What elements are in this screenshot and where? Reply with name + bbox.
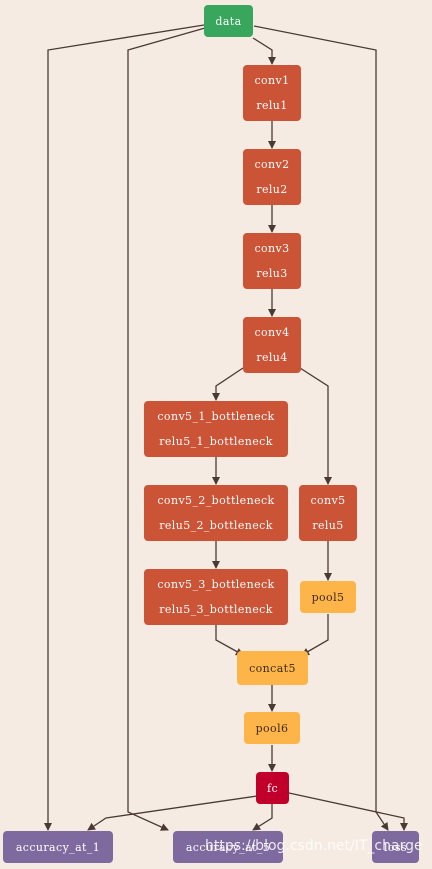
conv4-node: conv4 relu4 xyxy=(243,317,301,373)
conv1-node: conv1 relu1 xyxy=(243,65,301,121)
conv2-node: conv2 relu2 xyxy=(243,149,301,205)
relu1-label: relu1 xyxy=(256,99,288,112)
data-node-label: data xyxy=(215,14,242,28)
pool6-node: pool6 xyxy=(244,712,300,744)
pool5-label: pool5 xyxy=(311,590,345,604)
relu3-label: relu3 xyxy=(256,267,288,280)
conv5-2-bottleneck-node: conv5_2_bottleneck relu5_2_bottleneck xyxy=(144,485,288,541)
conv5-1-bottleneck-node: conv5_1_bottleneck relu5_1_bottleneck xyxy=(144,401,288,457)
loss-label: loss xyxy=(383,840,408,854)
concat5-node: concat5 xyxy=(237,651,308,685)
fc-node: fc xyxy=(256,772,289,804)
edge-conv4-conv5 xyxy=(299,367,332,485)
loss-node: loss xyxy=(372,831,419,863)
edge-data-accuracy1 xyxy=(44,24,205,831)
accuracy-at-1-node: accuracy_at_1 xyxy=(3,831,113,863)
relu5-1-bottleneck-label: relu5_1_bottleneck xyxy=(159,435,273,448)
edge-conv4-conv5_1 xyxy=(212,367,244,401)
conv1-label: conv1 xyxy=(254,74,290,87)
conv2-label: conv2 xyxy=(254,158,290,171)
relu5-label: relu5 xyxy=(312,519,344,532)
conv5-3-bottleneck-node: conv5_3_bottleneck relu5_3_bottleneck xyxy=(144,569,288,625)
watermark-text: https://blog.csdn.net/IT_charge xyxy=(205,838,423,854)
accuracy-at-1-label: accuracy_at_1 xyxy=(15,840,101,854)
pool5-node: pool5 xyxy=(300,581,356,613)
conv4-label: conv4 xyxy=(254,326,290,339)
relu5-3-bottleneck-label: relu5_3_bottleneck xyxy=(159,603,273,616)
edge-fc-accuracy5 xyxy=(252,804,273,831)
data-node: data xyxy=(204,5,253,37)
edge-data-loss xyxy=(253,25,389,831)
conv5-label: conv5 xyxy=(310,494,346,507)
fc-label: fc xyxy=(266,781,279,795)
edge-fc-loss xyxy=(288,792,408,831)
edge-data-conv1 xyxy=(252,37,276,65)
conv5-2-bottleneck-label: conv5_2_bottleneck xyxy=(157,494,275,507)
edge-pool5-concat5 xyxy=(301,614,329,656)
relu4-label: relu4 xyxy=(256,351,288,364)
edge-fc-accuracy1 xyxy=(87,795,258,831)
conv3-node: conv3 relu3 xyxy=(243,233,301,289)
relu5-2-bottleneck-label: relu5_2_bottleneck xyxy=(159,519,273,532)
conv5-1-bottleneck-label: conv5_1_bottleneck xyxy=(157,410,275,423)
edge-data-accuracy5 xyxy=(127,27,206,831)
edge-conv5_3-concat5 xyxy=(215,625,244,656)
conv5-3-bottleneck-label: conv5_3_bottleneck xyxy=(157,578,275,591)
relu2-label: relu2 xyxy=(256,183,288,196)
accuracy-at-5-node: accuracy_at_5 xyxy=(173,831,283,863)
conv5-node: conv5 relu5 xyxy=(299,485,357,541)
accuracy-at-5-label: accuracy_at_5 xyxy=(185,840,271,854)
pool6-label: pool6 xyxy=(255,721,289,735)
concat5-label: concat5 xyxy=(249,661,296,675)
conv3-label: conv3 xyxy=(254,242,290,255)
